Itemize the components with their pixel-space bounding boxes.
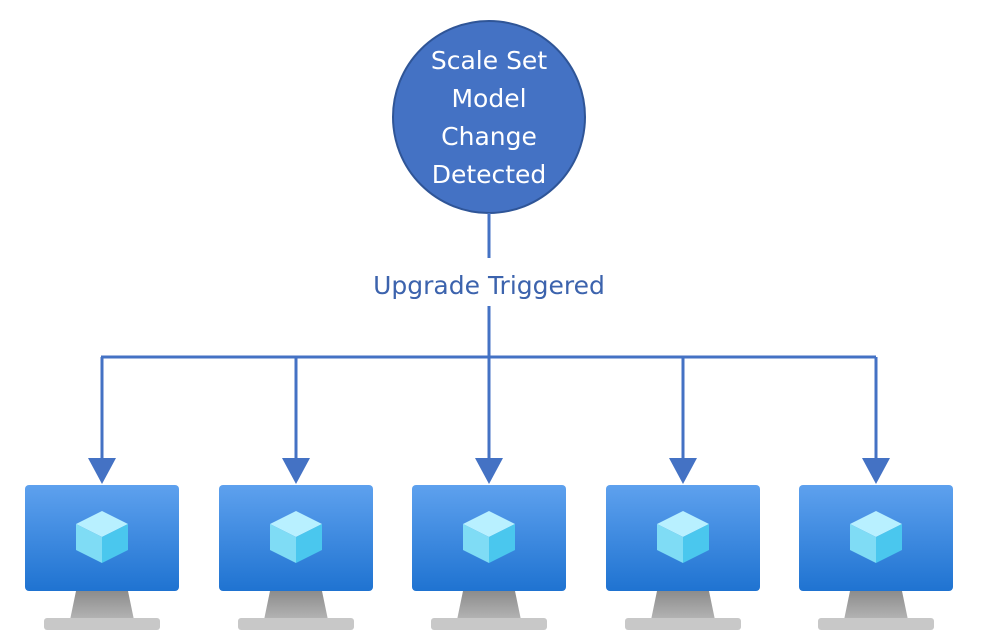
node-label-line-3: Change [441,122,537,151]
cube-right-face [683,524,709,563]
cube-icon [270,511,322,563]
monitor-base [818,618,934,630]
vm-monitor-icon [412,485,566,630]
arrowheads [88,458,890,484]
vm-monitor-icon [606,485,760,630]
monitor-base [625,618,741,630]
arrowhead-1 [88,458,116,484]
vm-monitor-icon [219,485,373,630]
monitor-stand [70,591,134,620]
cube-icon [850,511,902,563]
cube-icon [463,511,515,563]
connectors [100,213,878,460]
cube-icon [657,511,709,563]
vm-monitor-icon [25,485,179,630]
monitor-stand [457,591,521,620]
cube-left-face [463,524,489,563]
arrowhead-3 [475,458,503,484]
cube-left-face [657,524,683,563]
node-label-line-2: Model [451,84,526,113]
cube-right-face [489,524,515,563]
arrowhead-4 [669,458,697,484]
monitor-base [431,618,547,630]
cube-right-face [296,524,322,563]
cube-icon [76,511,128,563]
arrowhead-2 [282,458,310,484]
monitor-stand [844,591,908,620]
vm-instances [25,485,953,630]
arrowhead-5 [862,458,890,484]
cube-left-face [76,524,102,563]
cube-right-face [102,524,128,563]
vm-monitor-icon [799,485,953,630]
node-label-line-4: Detected [432,160,547,189]
monitor-stand [264,591,328,620]
model-change-node: Scale Set Model Change Detected [392,20,586,214]
monitor-stand [651,591,715,620]
cube-right-face [876,524,902,563]
upgrade-triggered-label: Upgrade Triggered [373,271,605,300]
node-label-line-1: Scale Set [431,46,547,75]
monitor-base [238,618,354,630]
monitor-base [44,618,160,630]
cube-left-face [270,524,296,563]
cube-left-face [850,524,876,563]
